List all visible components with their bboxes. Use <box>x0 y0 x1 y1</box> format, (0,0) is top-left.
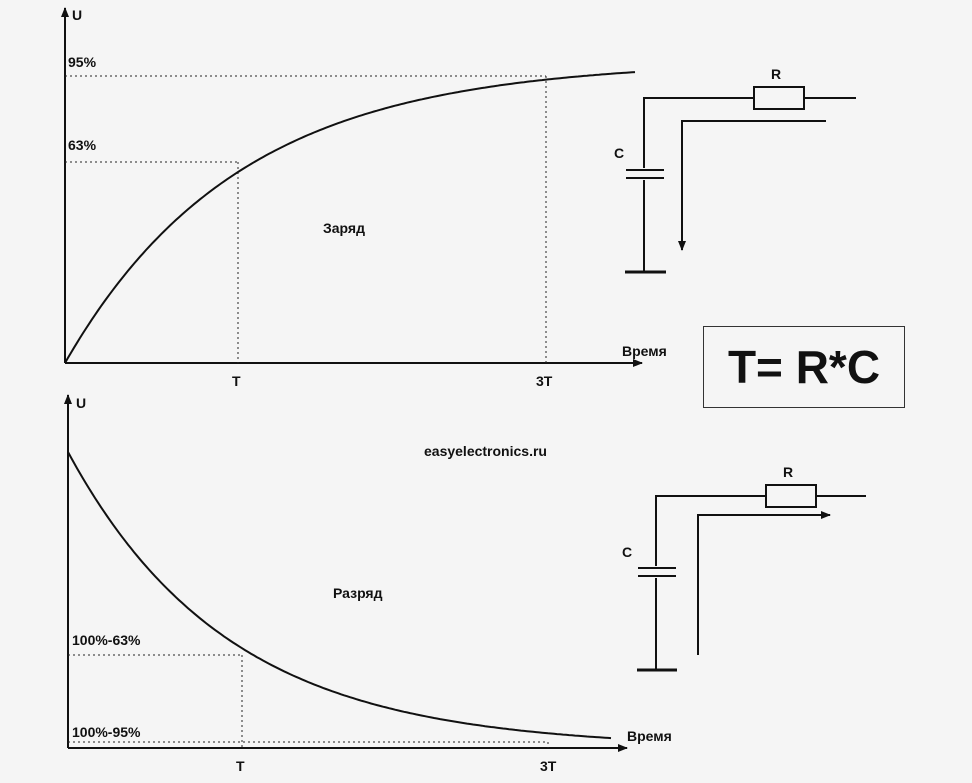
charge-chart: U Время 95% 63% T 3T Заряд <box>61 7 667 389</box>
charge-current-arrow <box>678 120 826 251</box>
discharge-resistor-label: R <box>783 464 793 480</box>
watermark: easyelectronics.ru <box>424 443 547 459</box>
charge-y-label: U <box>72 7 82 23</box>
charge-x-label: Время <box>622 343 667 359</box>
formula-box: T= R*C <box>703 326 905 408</box>
discharge-tick-T: T <box>236 758 245 774</box>
charge-curve <box>64 71 636 364</box>
discharge-curve <box>67 451 612 740</box>
charge-resistor <box>753 86 805 110</box>
charge-wire-left <box>643 97 754 271</box>
discharge-wire-left <box>655 495 766 670</box>
discharge-title: Разряд <box>333 585 383 601</box>
discharge-chart: U Время 100%-63% 100%-95% T 3T Разряд <box>64 394 672 774</box>
charge-tick-T: T <box>232 373 241 389</box>
charge-capacitor-label: C <box>614 145 624 161</box>
discharge-tick-63: 100%-63% <box>72 632 141 648</box>
discharge-tick-3T: 3T <box>540 758 557 774</box>
charge-tick-63: 63% <box>68 137 97 153</box>
charge-tick-95: 95% <box>68 54 97 70</box>
discharge-current-arrow <box>697 511 831 655</box>
discharge-y-label: U <box>76 395 86 411</box>
discharge-resistor <box>765 484 817 508</box>
discharge-tick-95: 100%-95% <box>72 724 141 740</box>
discharge-circuit: R C <box>622 464 866 672</box>
charge-tick-3T: 3T <box>536 373 553 389</box>
discharge-x-label: Время <box>627 728 672 744</box>
discharge-capacitor-label: C <box>622 544 632 560</box>
charge-title: Заряд <box>323 220 365 236</box>
charge-circuit: R C <box>614 66 856 274</box>
charge-resistor-label: R <box>771 66 781 82</box>
